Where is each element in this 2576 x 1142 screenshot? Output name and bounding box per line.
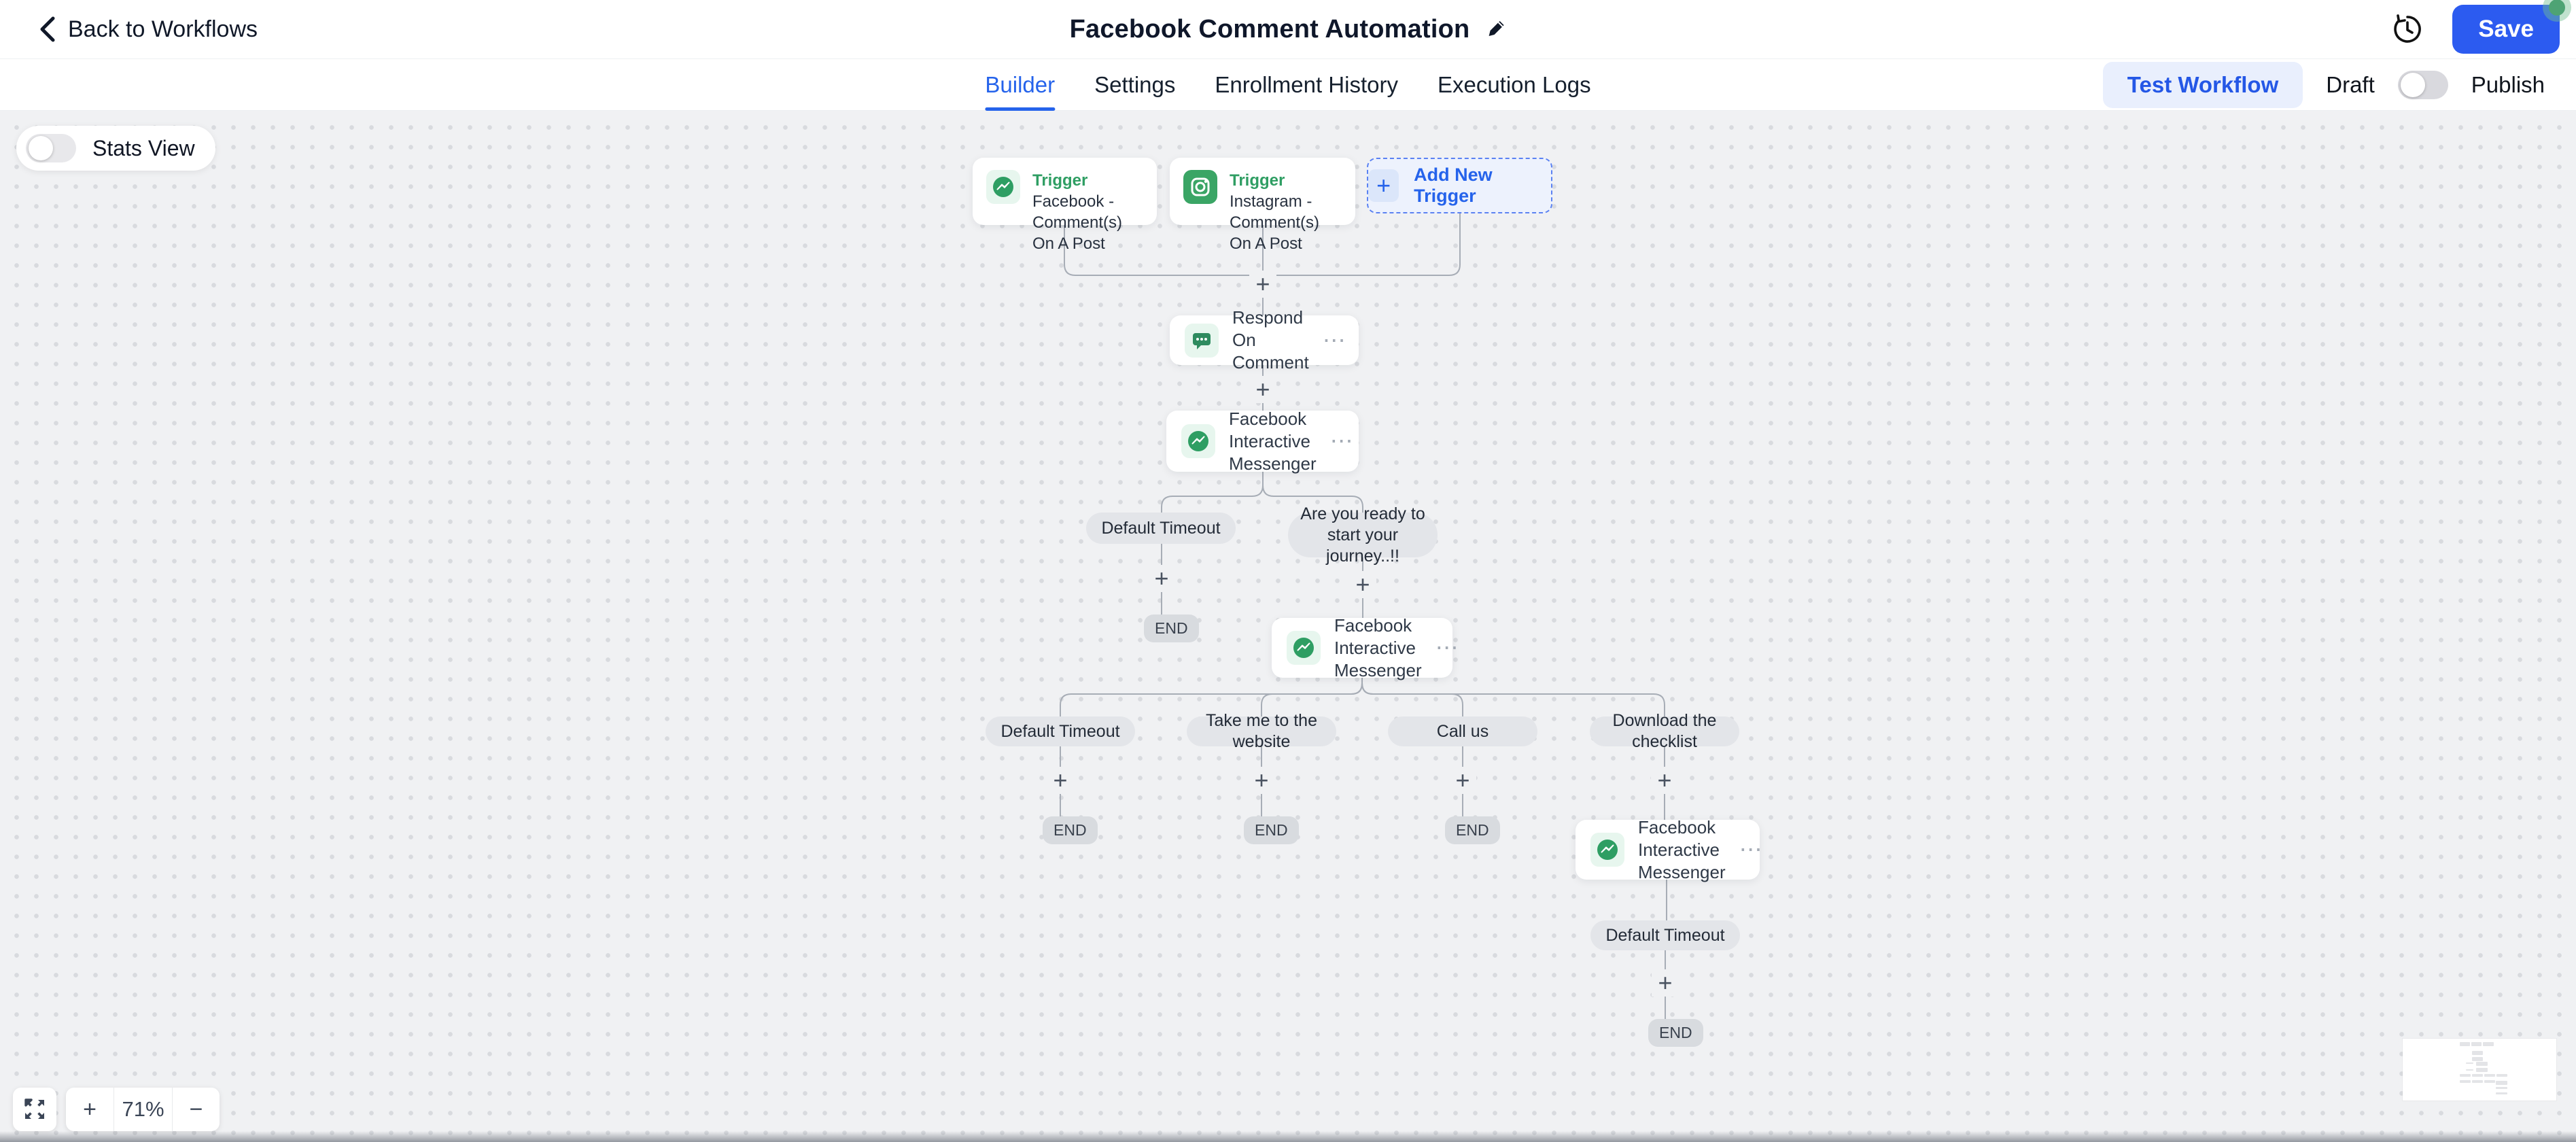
draft-label: Draft xyxy=(2326,71,2375,97)
branch-pill-default-timeout[interactable]: Default Timeout xyxy=(1086,513,1236,544)
add-step-button[interactable]: + xyxy=(1249,376,1276,403)
branch-pill-journey[interactable]: Are you ready to start your journey..!! xyxy=(1288,504,1438,566)
zoom-toolbar: + 71% − xyxy=(66,1088,220,1131)
trigger-node-instagram[interactable]: Trigger Instagram - Comment(s) On A Post xyxy=(1170,158,1355,253)
node-menu-button[interactable]: ⋯ xyxy=(1739,837,1764,863)
fit-to-screen-button[interactable] xyxy=(13,1088,56,1131)
node-menu-button[interactable]: ⋯ xyxy=(1329,428,1355,454)
trigger-type-label: Trigger xyxy=(1230,171,1285,190)
branch-pill-default-timeout[interactable]: Default Timeout xyxy=(1590,920,1740,950)
tab-enrollment-history[interactable]: Enrollment History xyxy=(1215,71,1398,97)
add-step-button[interactable]: + xyxy=(1248,767,1275,794)
node-title: Facebook Interactive Messenger xyxy=(1638,816,1726,882)
zoom-level: 71% xyxy=(114,1088,172,1131)
node-menu-button[interactable]: ⋯ xyxy=(1435,635,1460,661)
edit-pencil-icon[interactable] xyxy=(1484,18,1506,40)
trigger-name: Facebook - Comment(s) On A Post xyxy=(1032,192,1123,253)
end-badge: END xyxy=(1648,1019,1703,1047)
add-step-button[interactable]: + xyxy=(1449,767,1476,794)
back-to-workflows-button[interactable]: Back to Workflows xyxy=(39,16,258,43)
test-workflow-button[interactable]: Test Workflow xyxy=(2102,61,2303,108)
branch-pill-call-us[interactable]: Call us xyxy=(1388,716,1537,746)
zoom-in-button[interactable]: + xyxy=(83,1096,97,1122)
top-header: Back to Workflows Facebook Comment Autom… xyxy=(0,0,2576,59)
stats-view-toggle-knob xyxy=(29,136,53,160)
chat-bubble-icon xyxy=(1185,323,1219,358)
add-step-button[interactable]: + xyxy=(1349,571,1376,598)
add-new-trigger-label: Add New Trigger xyxy=(1414,165,1493,206)
add-step-button[interactable]: + xyxy=(1148,565,1175,592)
action-node-facebook-interactive-messenger-1[interactable]: Facebook Interactive Messenger ⋯ xyxy=(1166,408,1359,474)
messenger-icon xyxy=(986,170,1020,204)
publish-label: Publish xyxy=(2471,71,2545,97)
workflow-canvas[interactable]: Stats View Trigger Facebook - Comment(s)… xyxy=(0,111,2576,1142)
version-history-clock-icon[interactable] xyxy=(2391,13,2424,46)
instagram-icon xyxy=(1183,170,1217,204)
trigger-node-facebook[interactable]: Trigger Facebook - Comment(s) On A Post xyxy=(973,158,1157,253)
viewport-bottom-shadow xyxy=(0,1131,2576,1142)
add-step-button[interactable]: + xyxy=(1652,969,1679,997)
stats-view-control: Stats View xyxy=(16,126,215,171)
tab-execution-logs[interactable]: Execution Logs xyxy=(1437,71,1591,97)
branch-pill-download-checklist[interactable]: Download the checklist xyxy=(1590,711,1739,751)
end-badge: END xyxy=(1244,816,1299,844)
node-title: Facebook Interactive Messenger xyxy=(1229,408,1317,474)
messenger-icon xyxy=(1287,631,1321,665)
node-title: Facebook Interactive Messenger xyxy=(1334,615,1422,680)
action-node-facebook-interactive-messenger-3[interactable]: Facebook Interactive Messenger ⋯ xyxy=(1576,817,1762,882)
publish-toggle[interactable] xyxy=(2397,70,2448,99)
tab-builder[interactable]: Builder xyxy=(985,59,1055,111)
save-button[interactable]: Save xyxy=(2452,0,2565,54)
branch-pill-default-timeout[interactable]: Default Timeout xyxy=(986,716,1135,746)
end-badge: END xyxy=(1144,615,1199,642)
trigger-name: Instagram - Comment(s) On A Post xyxy=(1230,192,1320,253)
add-new-trigger-button[interactable]: + Add New Trigger xyxy=(1367,158,1552,213)
branch-pill-take-me-to-website[interactable]: Take me to the website xyxy=(1187,711,1336,751)
end-badge: END xyxy=(1043,816,1098,844)
action-node-facebook-interactive-messenger-2[interactable]: Facebook Interactive Messenger ⋯ xyxy=(1272,615,1459,680)
messenger-icon xyxy=(1181,424,1215,458)
plus-icon: + xyxy=(1368,169,1399,202)
unsaved-changes-dot xyxy=(2549,0,2565,16)
trigger-type-label: Trigger xyxy=(1032,171,1088,190)
publish-toggle-knob xyxy=(2400,72,2425,97)
messenger-icon xyxy=(1590,833,1624,867)
save-label: Save xyxy=(2478,16,2534,42)
fit-screen-icon xyxy=(24,1098,44,1119)
tab-bar: Builder Settings Enrollment History Exec… xyxy=(0,59,2576,111)
add-step-button[interactable]: + xyxy=(1047,767,1074,794)
minimap[interactable] xyxy=(2403,1039,2556,1101)
end-badge: END xyxy=(1445,816,1500,844)
page-title: Facebook Comment Automation xyxy=(1069,14,1470,44)
node-title: Respond On Comment xyxy=(1232,307,1309,373)
add-step-button[interactable]: + xyxy=(1651,767,1678,794)
stats-view-toggle[interactable] xyxy=(26,134,76,162)
action-node-respond-on-comment[interactable]: Respond On Comment ⋯ xyxy=(1170,307,1359,373)
chevron-left-icon xyxy=(40,16,55,42)
add-step-button[interactable]: + xyxy=(1249,271,1276,298)
node-menu-button[interactable]: ⋯ xyxy=(1322,327,1347,353)
back-label: Back to Workflows xyxy=(68,16,258,42)
tab-settings[interactable]: Settings xyxy=(1094,71,1176,97)
stats-view-label: Stats View xyxy=(92,135,195,160)
zoom-out-button[interactable]: − xyxy=(172,1088,220,1131)
